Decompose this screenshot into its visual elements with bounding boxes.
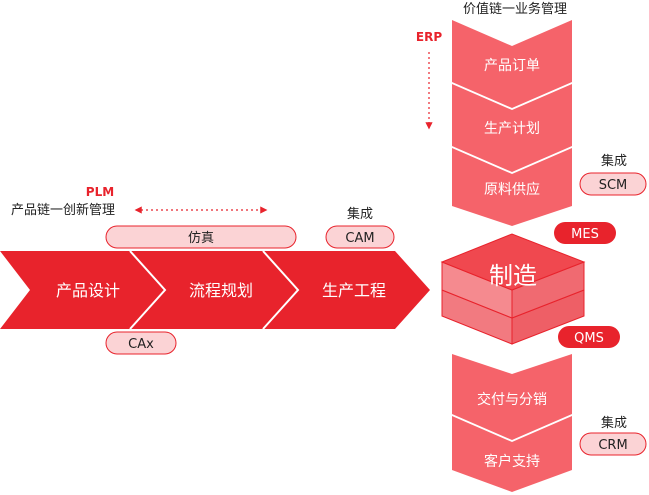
chevron-product-design — [0, 251, 165, 329]
crm-integration-label: 集成 — [601, 415, 627, 431]
scm-integration-label: 集成 — [601, 153, 627, 169]
chevron-process-planning — [130, 251, 298, 329]
value-chain-title: 价值链一业务管理 — [463, 1, 567, 17]
erp-label: ERP — [416, 30, 442, 44]
step-process-planning: 流程规划 — [189, 281, 253, 300]
pill-crm-label: CRM — [598, 438, 627, 453]
step-product-order: 产品订单 — [484, 58, 540, 74]
pill-mes-label: MES — [571, 227, 599, 242]
pill-cax-label: CAx — [128, 337, 154, 352]
chevron-production-engineering — [263, 251, 430, 329]
pill-cam — [325, 225, 395, 249]
manufacturing-label: 制造 — [489, 262, 537, 290]
pill-qms — [558, 326, 620, 348]
pill-simulation — [105, 225, 297, 249]
chevron-material-supply — [452, 148, 572, 226]
pill-cam-label: CAM — [345, 231, 374, 246]
step-product-design: 产品设计 — [56, 281, 120, 300]
step-production-engineering: 生产工程 — [322, 281, 386, 300]
step-customer-support: 客户支持 — [484, 453, 540, 470]
step-material-supply: 原料供应 — [484, 181, 540, 198]
pill-scm-label: SCM — [599, 178, 628, 193]
chevron-production-plan — [452, 84, 572, 172]
pill-crm — [579, 432, 647, 456]
pill-mes — [554, 222, 616, 244]
pill-simulation-label: 仿真 — [188, 231, 214, 246]
step-delivery: 交付与分销 — [477, 391, 547, 408]
chevron-separator-1 — [129, 250, 167, 330]
manufacturing-block — [440, 233, 586, 345]
pill-qms-label: QMS — [574, 331, 604, 346]
block-top-face — [440, 233, 586, 291]
chevron-product-order — [452, 20, 572, 108]
pill-cax — [105, 331, 177, 355]
chevron-delivery — [452, 354, 572, 440]
pill-scm — [579, 172, 647, 196]
chevron-separator-2 — [262, 250, 300, 330]
chevron-customer-support — [452, 416, 572, 492]
cam-integration-label: 集成 — [347, 206, 373, 222]
plm-label: PLM — [86, 185, 114, 199]
product-chain-title: 产品链一创新管理 — [11, 202, 115, 218]
step-production-plan: 生产计划 — [484, 121, 540, 137]
